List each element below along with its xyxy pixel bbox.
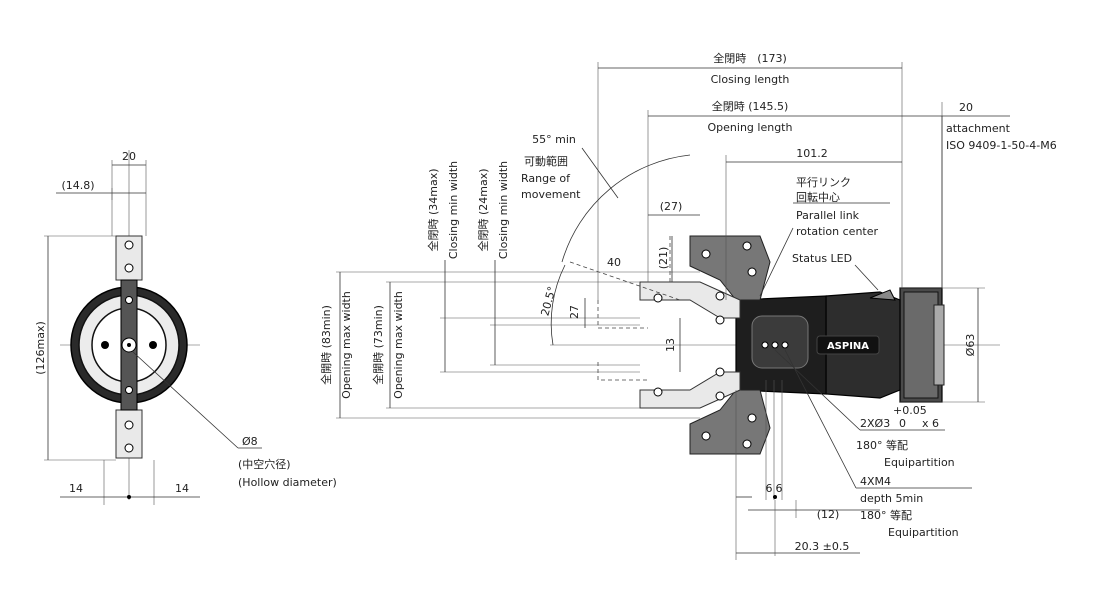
hollow-ja: (中空穴径) [238, 457, 291, 471]
attachment-line2: ISO 9409-1-50-4-M6 [946, 139, 1057, 152]
opening-length-ja: 全閉時 (145.5) [712, 99, 789, 113]
attachment-dim: 20 [959, 101, 973, 114]
dim-21: (21) [657, 247, 670, 270]
brand-label: ASPINA [827, 341, 869, 352]
dim-27-top: (27) [660, 200, 683, 213]
range-en1: Range of [521, 172, 571, 185]
annotations: 20 (14.8) (126max) 14 14 Ø8 (中空穴径) (Holl… [34, 51, 1057, 553]
opening-73-en: Opening max width [392, 291, 405, 399]
opening-83-en: Opening max width [340, 291, 353, 399]
closing-length-ja: 全閉時 (173) [713, 51, 787, 65]
dia-63: Ø63 [964, 334, 977, 357]
closing-length-en: Closing length [711, 73, 790, 86]
front-plate [751, 315, 809, 369]
thread-depth: depth 5min [860, 492, 923, 505]
front-view [44, 150, 262, 505]
dim-13: 13 [664, 338, 677, 352]
dim-27-side: 27 [568, 305, 581, 319]
thread-4x: 4XM4 [860, 475, 891, 488]
opening-73-ja: 全開時 (73min) [371, 305, 385, 385]
upper-finger-side [639, 281, 741, 319]
dim-12: (12) [817, 508, 840, 521]
status-led-label: Status LED [792, 252, 852, 265]
dim-front-14-8: (14.8) [61, 179, 94, 192]
parallel-ja1: 平行リンク [796, 176, 851, 189]
tol-upper: +0.05 [893, 404, 927, 417]
attachment-line1: attachment [946, 122, 1011, 135]
equi1-en: Equipartition [884, 456, 955, 469]
dim-front-14-right: 14 [175, 482, 189, 495]
range-ja: 可動範囲 [524, 154, 568, 168]
parallel-ja2: 回転中心 [796, 191, 840, 204]
hollow-dia: Ø8 [242, 435, 258, 448]
opening-length-en: Opening length [708, 121, 793, 134]
dim-101-2: 101.2 [796, 147, 828, 160]
dim-20-3: 20.3 ±0.5 [795, 540, 850, 553]
hollow-en: (Hollow diameter) [238, 476, 337, 489]
angle-20-5: 20.5° [538, 285, 558, 317]
equi1-ja: 180° 等配 [856, 438, 908, 452]
parallel-en2: rotation center [796, 225, 878, 238]
dim-front-20: 20 [122, 150, 136, 163]
tol-zero: 0 [899, 417, 906, 430]
hole-depth: x 6 [922, 417, 939, 430]
equi2-en: Equipartition [888, 526, 959, 539]
angle-55: 55° min [532, 133, 576, 146]
closing-min-24-ja: 全閉時 (24max) [476, 168, 490, 251]
dim-40: 40 [607, 256, 621, 269]
range-en2: movement [521, 188, 581, 201]
lower-finger-side [639, 371, 741, 409]
status-led [869, 289, 896, 301]
dim-front-126: (126max) [34, 321, 47, 375]
closing-min-24-en: Closing min width [497, 161, 510, 259]
opening-83-ja: 全開時 (83min) [319, 305, 333, 385]
hole-2x: 2XØ3 [860, 417, 890, 430]
dim-front-14-left: 14 [69, 482, 83, 495]
equi2-ja: 180° 等配 [860, 508, 912, 522]
closing-min-34-ja: 全閉時 (34max) [426, 168, 440, 251]
dim-6b: 6 [776, 482, 783, 495]
closing-min-34-en: Closing min width [447, 161, 460, 259]
dim-6a: 6 [766, 482, 773, 495]
side-view: ASPINA [336, 62, 1010, 560]
parallel-en1: Parallel link [796, 209, 860, 222]
